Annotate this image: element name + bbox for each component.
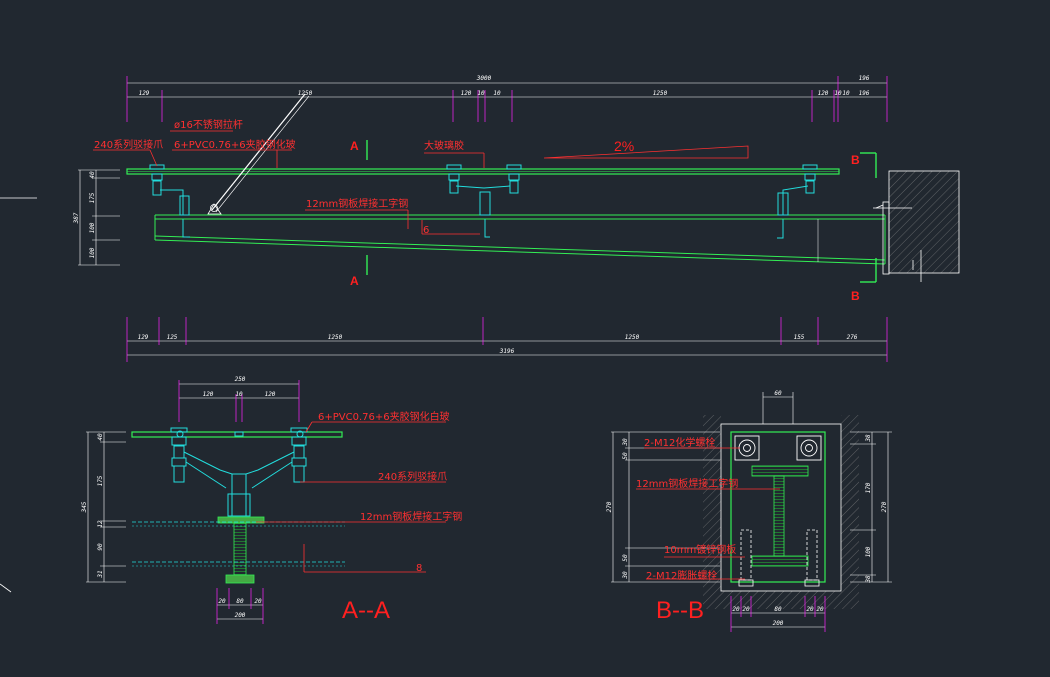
dim-bottom-seg: 1250 [328,334,343,341]
aa-dim-left-total: 345 [81,501,88,513]
aa-label-beam-code: 8 [416,563,422,574]
tie-rod [207,93,310,215]
tapered-beam [154,214,886,265]
concrete-wall [873,170,960,282]
dim-left: 100 [89,247,96,258]
bb-dim-left: 50 [622,452,629,460]
bb-dim-right: 38 [865,434,872,443]
aa-dim-seg: 120 [265,391,276,398]
dim-bottom-seg: 276 [847,334,858,341]
spider-claw-2 [446,164,522,238]
aa-dim-bottom-total: 200 [235,612,246,619]
dim-left: 40 [89,171,96,179]
aa-dim-left: 40 [97,433,104,441]
dim-seg: 196 [859,90,870,97]
section-mark-b-top: B [851,153,860,167]
bb-label-expansion-bolt: 2-M12膨胀螺栓 [646,569,717,582]
aa-dim-total: 250 [235,376,246,383]
bb-dim-right: 100 [865,546,872,557]
bb-dim-bottom-total: 200 [773,620,784,627]
bb-label-beam: 12mm钢板焊接工字钢 [636,477,738,490]
spider-claw-3 [777,164,818,239]
top-dimension-chain [126,76,888,122]
dim-right-196: 196 [859,75,870,82]
label-glass: 6+PVC0.76+6夹胶钢化玻 [174,138,296,151]
bb-dim-left: 50 [622,554,629,562]
label-beam: 12mm钢板焊接工字钢 [306,197,408,210]
label-claw: 240系列驳接爪 [94,138,163,151]
dim-total-3000: 3000 [476,75,492,82]
dim-seg: 10 [834,90,842,97]
bb-dim-left-total: 270 [606,501,613,512]
dim-seg: 1250 [653,90,668,97]
section-mark-a-top: A [350,139,359,153]
section-bb-title: B--B [656,597,704,624]
bb-dim-bottom: 80 [774,606,782,613]
aa-label-claw: 240系列驳接爪 [378,470,447,483]
bb-dim-bottom: 20 [816,606,824,613]
aa-dim-left: 175 [97,475,104,486]
label-tie-rod: ø16不锈钢拉杆 [174,118,243,131]
dim-bottom-seg: 1250 [625,334,640,341]
aa-dim-bottom: 80 [236,598,244,605]
aa-dim-left: 31 [97,570,104,578]
dim-seg: 10 [493,90,501,97]
bb-dim-left: 30 [622,438,629,447]
spider-claw-1 [149,164,190,238]
bb-expansion-bolts [738,529,820,587]
bb-dim-top: 60 [774,390,782,397]
dim-bottom-total: 3196 [499,348,515,355]
dim-seg: 10 [842,90,850,97]
dim-left: 100 [89,222,96,233]
dim-seg: 129 [139,90,150,97]
bb-dim-bottom: 20 [732,606,740,613]
dim-bottom-seg: 155 [794,334,805,341]
aa-dim-seg: 10 [235,391,243,398]
aa-dim-seg: 120 [203,391,214,398]
dim-seg: 10 [477,90,485,97]
cursor-line [0,583,12,593]
section-bb-view: 60 270 30 [606,390,892,632]
bb-chem-bolts [734,435,822,461]
dim-seg: 120 [818,90,829,97]
aa-dim-left: 90 [97,543,104,551]
aa-label-beam: 12mm钢板焊接工字钢 [360,510,462,523]
aa-beam [132,516,345,584]
bb-dim-bottom: 20 [806,606,814,613]
aa-spider-claw [170,427,308,517]
bb-dim-left: 30 [622,571,629,580]
dim-left: 175 [89,192,96,203]
bb-label-plate: 10mm镀锌钢板 [664,543,736,556]
aa-dim-left: 12 [97,520,104,528]
bb-end-plate [730,431,826,583]
label-sealant: 大玻璃胶 [424,139,464,152]
dim-seg: 1250 [298,90,313,97]
section-cut-lines [366,140,877,283]
label-slope: 2% [614,138,634,154]
elevation-view: 3000 196 129 1250 120 10 10 1250 120 10 … [73,75,960,362]
dim-seg: 120 [461,90,472,97]
bb-dim-right-total: 270 [881,501,888,512]
aa-dim-bottom: 20 [218,598,226,605]
dim-bottom-seg: 129 [138,334,149,341]
bb-i-beam [751,465,809,567]
section-mark-a-bottom: A [350,274,359,288]
section-mark-b-bottom: B [851,289,860,303]
aa-dim-bottom: 20 [254,598,262,605]
bb-dim-right: 170 [865,482,872,493]
left-dimension-chain [78,169,120,266]
dim-bottom-seg: 125 [167,334,178,341]
label-beam-code: 6 [423,225,429,236]
bb-dim-bottom: 20 [742,606,750,613]
dim-left: 387 [73,212,80,224]
section-aa-title: A--A [342,597,390,624]
bb-dim-right: 38 [865,575,872,584]
bottom-dimension-chain [126,317,888,362]
aa-label-glass: 6+PVC0.76+6夹胶钢化白玻 [318,410,450,423]
bb-label-chem-bolt: 2-M12化学螺栓 [644,436,715,449]
section-aa-view: 250 120 10 120 40 175 345 12 90 31 [81,376,462,624]
leader-lines [93,130,749,235]
